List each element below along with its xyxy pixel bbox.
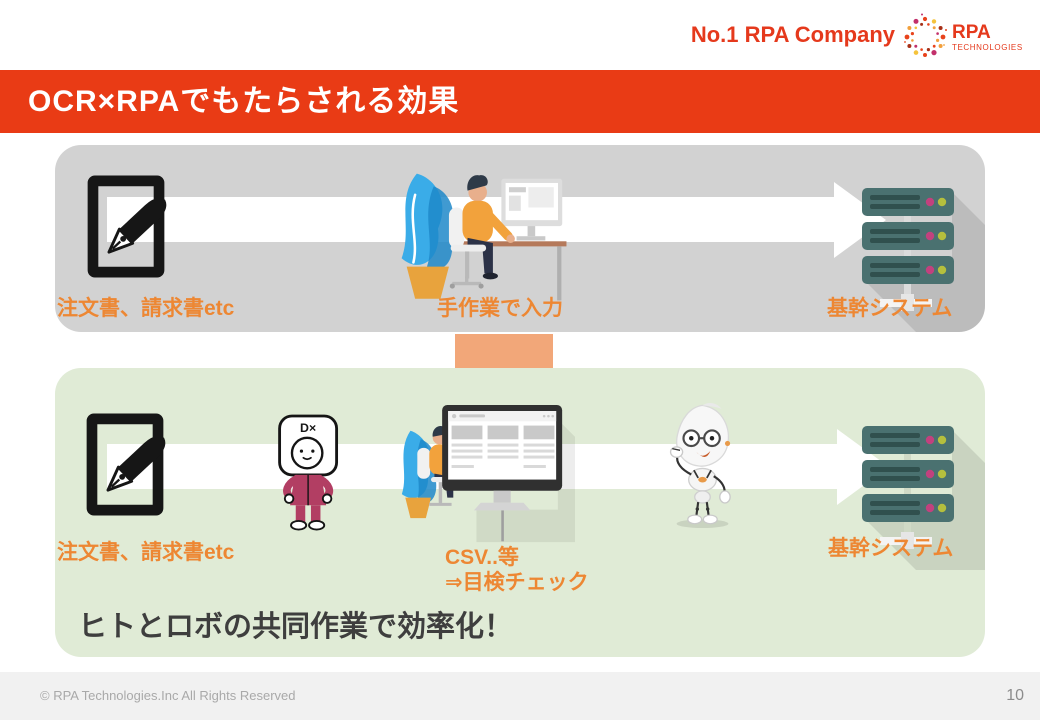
company-logo: RPA TECHNOLOGIES <box>902 12 1036 62</box>
after-process-label-line2: ⇒目検チェック <box>445 571 589 594</box>
slide-title: OCR×RPAでもたらされる効果 <box>28 85 460 118</box>
headline: ヒトとロボの共同作業で効率化！ <box>78 611 514 643</box>
footer: © RPA Technologies.Inc All Rights Reserv… <box>0 672 1040 720</box>
before-process-label: 手作業で入力 <box>437 297 563 320</box>
after-target-label: 基幹システム <box>828 537 954 560</box>
manual-entry-illustration <box>401 173 567 301</box>
after-source-label: 注文書、請求書etc <box>57 541 235 564</box>
logo-subtext: TECHNOLOGIES <box>952 43 1023 52</box>
logo-ring-icon: RPA TECHNOLOGIES <box>904 13 1023 57</box>
before-target-label: 基幹システム <box>827 297 953 320</box>
before-panel <box>55 145 985 332</box>
after-process-label-line1: CSV..等 <box>445 546 519 569</box>
document-pen-icon <box>86 413 166 516</box>
mascot-head-text: D× <box>300 421 316 435</box>
document-pen-icon <box>87 175 167 278</box>
down-arrow-icon <box>455 334 553 371</box>
before-source-label: 注文書、請求書etc <box>57 297 235 320</box>
after-panel: D× <box>55 368 985 657</box>
robot-mascot-icon <box>669 403 731 529</box>
ocr-monitor-illustration <box>401 405 575 543</box>
server-stack-icon <box>862 426 985 570</box>
copyright: © RPA Technologies.Inc All Rights Reserv… <box>40 688 296 703</box>
header-tagline: No.1 RPA Company <box>690 22 895 47</box>
slide-title-banner: OCR×RPAでもたらされる効果 <box>0 70 1040 133</box>
dx-mascot-icon: D× <box>278 414 339 531</box>
logo-wordmark: RPA <box>952 22 991 43</box>
page-number: 10 <box>1006 687 1024 704</box>
server-stack-icon <box>862 188 985 332</box>
